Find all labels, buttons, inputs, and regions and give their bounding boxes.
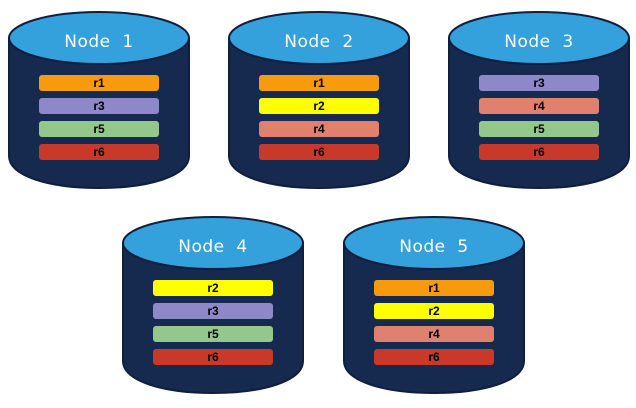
shard-list: r3 r4 r5 r6 <box>479 75 599 160</box>
shard-r1[interactable]: r1 <box>374 280 494 296</box>
shard-r6[interactable]: r6 <box>259 144 379 160</box>
shard-r5[interactable]: r5 <box>153 326 273 342</box>
shard-r6[interactable]: r6 <box>479 144 599 160</box>
shard-r3[interactable]: r3 <box>479 75 599 91</box>
shard-list: r1 r3 r5 r6 <box>39 75 159 160</box>
shard-r2[interactable]: r2 <box>259 98 379 114</box>
shard-r5[interactable]: r5 <box>479 121 599 137</box>
shard-r5[interactable]: r5 <box>39 121 159 137</box>
shard-r6[interactable]: r6 <box>374 349 494 365</box>
cylinder-top-ellipse <box>122 216 304 270</box>
shard-list: r1 r2 r4 r6 <box>259 75 379 160</box>
shard-r3[interactable]: r3 <box>153 303 273 319</box>
shard-r2[interactable]: r2 <box>374 303 494 319</box>
shard-r3[interactable]: r3 <box>39 98 159 114</box>
cylinder-top-ellipse <box>228 11 410 65</box>
shard-list: r1 r2 r4 r6 <box>374 280 494 365</box>
shard-list: r2 r3 r5 r6 <box>153 280 273 365</box>
shard-r4[interactable]: r4 <box>374 326 494 342</box>
cylinder-top-ellipse <box>343 216 525 270</box>
shard-r1[interactable]: r1 <box>259 75 379 91</box>
shard-r6[interactable]: r6 <box>39 144 159 160</box>
shard-r4[interactable]: r4 <box>479 98 599 114</box>
shard-r1[interactable]: r1 <box>39 75 159 91</box>
shard-r2[interactable]: r2 <box>153 280 273 296</box>
cylinder-top-ellipse <box>448 11 630 65</box>
cylinder-top-ellipse <box>8 11 190 65</box>
shard-r6[interactable]: r6 <box>153 349 273 365</box>
shard-r4[interactable]: r4 <box>259 121 379 137</box>
